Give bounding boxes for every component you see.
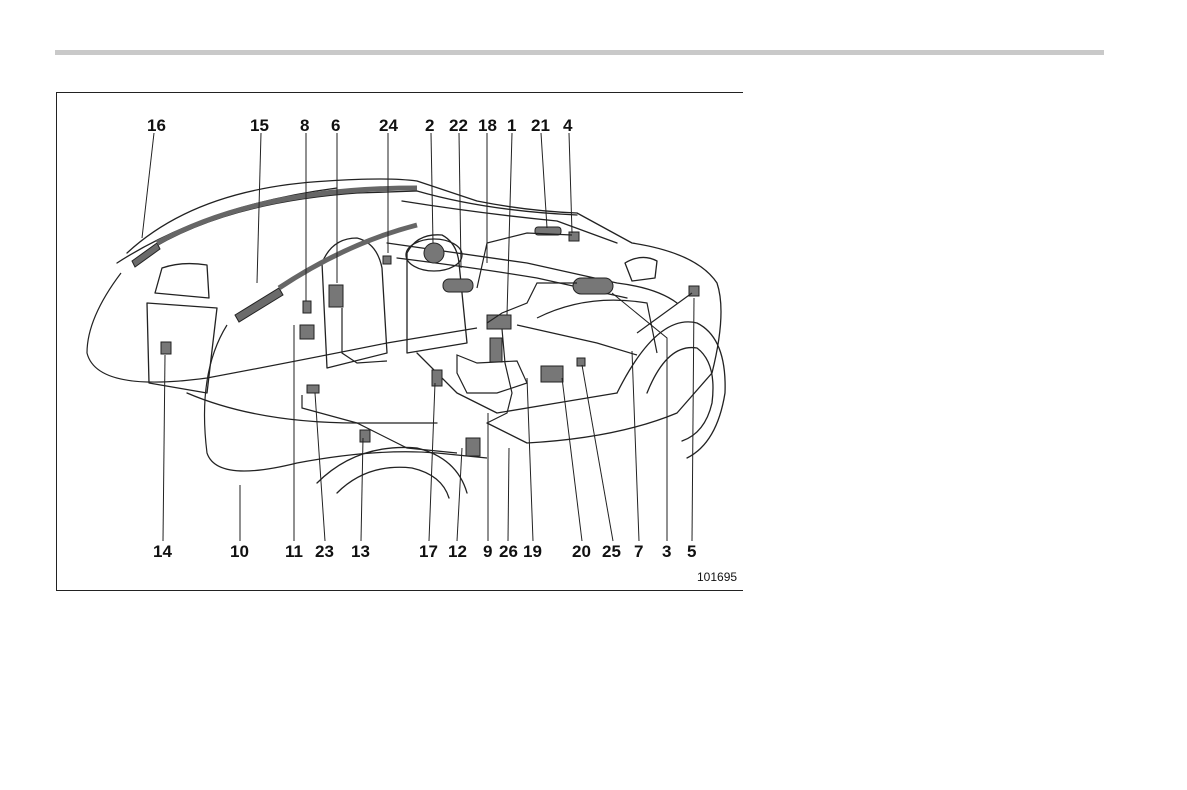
callout-10: 10 xyxy=(230,542,249,561)
callout-23: 23 xyxy=(315,542,334,561)
airbag-control-module xyxy=(487,315,511,329)
airbag-system-diagram: 16 15 8 6 24 2 22 18 1 21 4 14 10 11 23 … xyxy=(56,92,743,591)
callout-19: 19 xyxy=(523,542,542,561)
callout-16: 16 xyxy=(147,116,166,135)
callout-4: 4 xyxy=(563,116,573,135)
connector-24 xyxy=(383,256,391,264)
passenger-airbag-module xyxy=(573,278,613,294)
callout-22: 22 xyxy=(449,116,468,135)
connector-13 xyxy=(360,430,370,442)
callout-12: 12 xyxy=(448,542,467,561)
front-sensor-left xyxy=(569,232,579,241)
connector-23 xyxy=(307,385,319,393)
driver-airbag-module xyxy=(424,243,444,263)
rear-side-sensor xyxy=(161,342,171,354)
side-airbag-driver xyxy=(329,285,343,307)
wiring-harness xyxy=(87,273,477,382)
callout-3: 3 xyxy=(662,542,671,561)
callout-13: 13 xyxy=(351,542,370,561)
callout-18: 18 xyxy=(478,116,497,135)
rear-pretensioner xyxy=(466,438,480,456)
knee-airbag xyxy=(443,279,473,292)
connector-17 xyxy=(432,370,442,386)
side-sensor xyxy=(303,301,311,313)
connector-25 xyxy=(577,358,585,366)
curtain-airbag-front xyxy=(235,288,283,322)
occupant-classification-unit xyxy=(541,366,563,382)
callout-5: 5 xyxy=(687,542,696,561)
callout-17: 17 xyxy=(419,542,438,561)
figure-number: 101695 xyxy=(697,570,737,584)
callout-21: 21 xyxy=(531,116,550,135)
callout-11: 11 xyxy=(285,542,303,561)
vehicle-cutaway-illustration: 16 15 8 6 24 2 22 18 1 21 4 14 10 11 23 … xyxy=(57,93,744,592)
callout-14: 14 xyxy=(153,542,172,561)
header-divider xyxy=(55,50,1104,55)
callout-15: 15 xyxy=(250,116,269,135)
callout-9: 9 xyxy=(483,542,492,561)
callout-24: 24 xyxy=(379,116,398,135)
callout-2: 2 xyxy=(425,116,434,135)
callout-6: 6 xyxy=(331,116,340,135)
seatbelt-pretensioner xyxy=(300,325,314,339)
callout-26: 26 xyxy=(499,542,518,561)
callout-20: 20 xyxy=(572,542,591,561)
seat-sensor xyxy=(490,338,502,362)
callout-1: 1 xyxy=(507,116,516,135)
rear-headrest xyxy=(155,264,209,298)
rear-seat xyxy=(147,303,217,393)
callout-7: 7 xyxy=(634,542,643,561)
callout-25: 25 xyxy=(602,542,621,561)
callout-8: 8 xyxy=(300,116,309,135)
